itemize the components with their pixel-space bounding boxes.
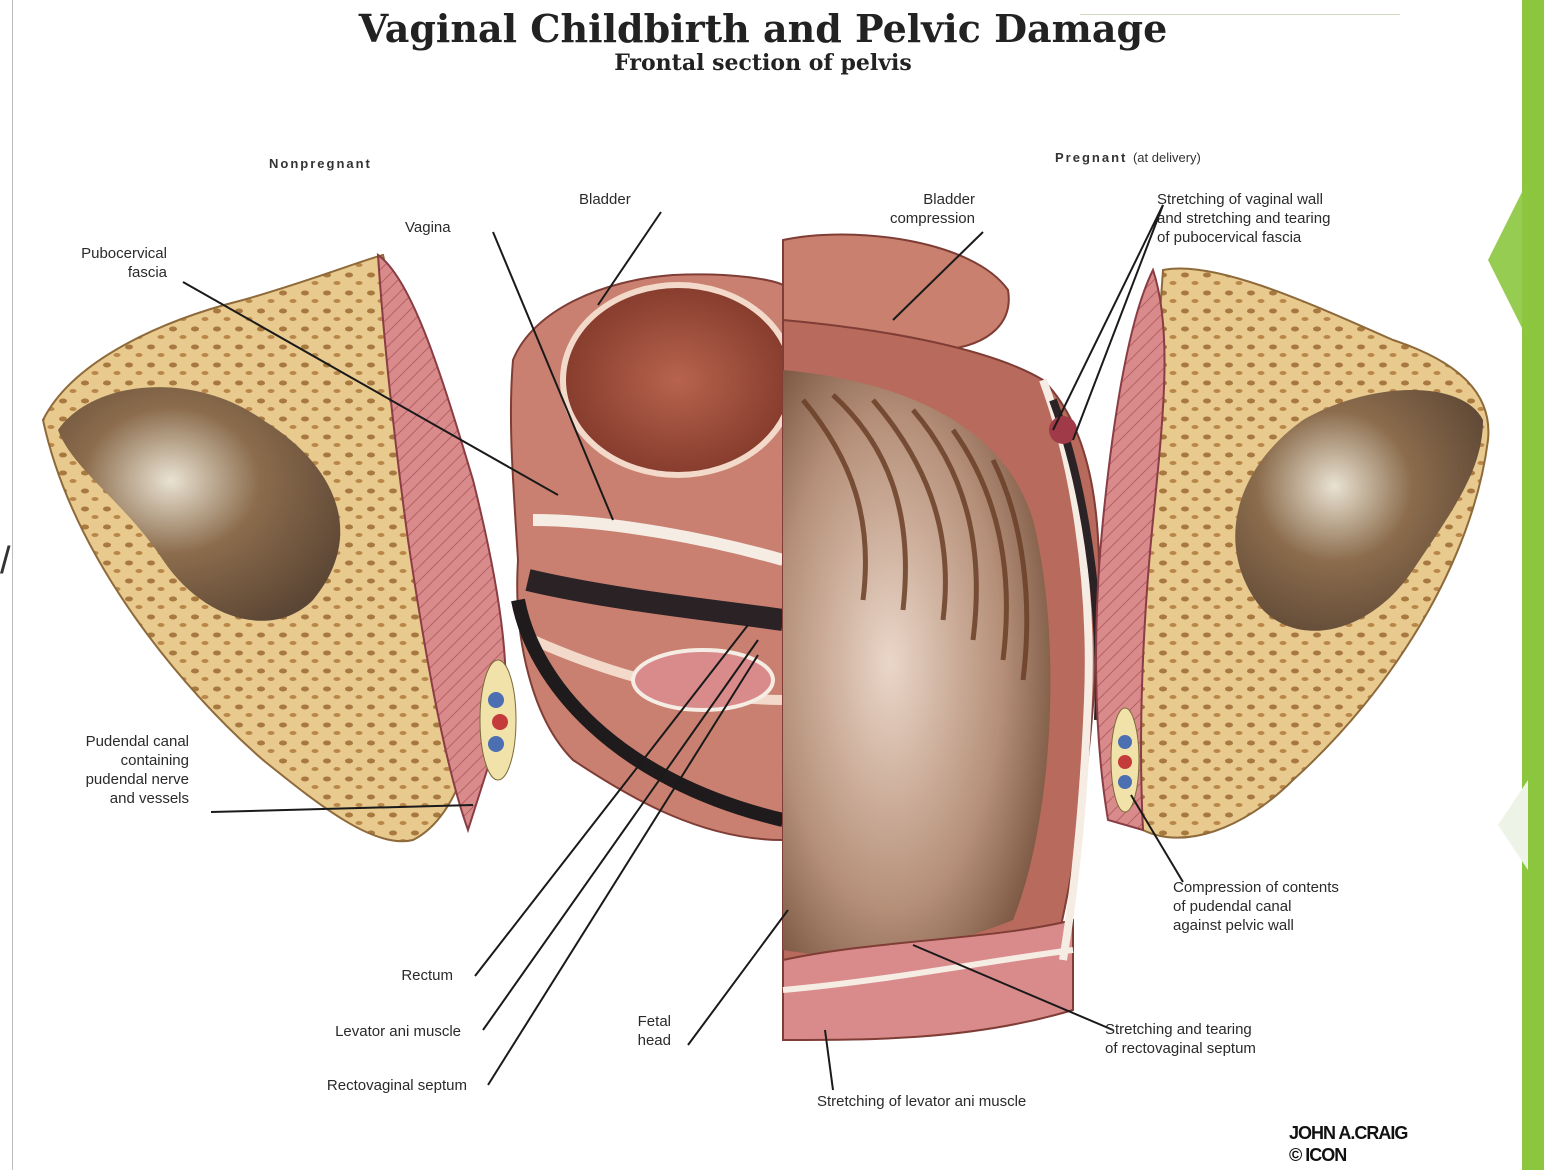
label-bladder: Bladder [579,190,631,209]
label-stretching-rectovaginal: Stretching and tearing of rectovaginal s… [1105,1020,1256,1058]
artist-signature-name: JOHN A.CRAIG [1289,1122,1407,1144]
panel-title-pregnant-note: (at delivery) [1133,150,1201,165]
right-half-pelvic-floor [783,234,1099,1040]
label-pudendal-canal: Pudendal canal containing pudendal nerve… [13,732,189,808]
label-rectovaginal-septum: Rectovaginal septum [213,1076,467,1095]
panel-title-pregnant-text: Pregnant [1055,150,1127,165]
label-levator-ani: Levator ani muscle [213,1022,461,1041]
right-pelvic-bone [1133,268,1488,837]
label-stretching-levator: Stretching of levator ani muscle [817,1092,1026,1111]
pelvis-illustration [13,0,1523,1170]
left-pudendal-vessels [480,660,516,780]
label-rectum: Rectum [313,966,453,985]
left-half-pelvic-floor [511,274,793,840]
artist-signature: JOHN A.CRAIG © ICON [1289,1122,1407,1166]
stray-slash-glyph: / [0,540,11,583]
artist-signature-copyright: © ICON [1289,1144,1407,1166]
label-pubocervical-fascia: Pubocervical fascia [13,244,167,282]
leader-fetal-head [688,910,788,1045]
panel-title-nonpregnant: Nonpregnant [269,156,372,171]
slide-accent-bar [1522,0,1544,1170]
label-bladder-compression: Bladder compression [825,190,975,228]
panel-title-pregnant: Pregnant (at delivery) [1055,150,1201,165]
label-stretching-vaginal-wall: Stretching of vaginal wall and stretchin… [1157,190,1330,247]
label-compression-pudendal: Compression of contents of pudendal cana… [1173,878,1339,935]
label-fetal-head: Fetal head [573,1012,671,1050]
figure-frame: Vaginal Childbirth and Pelvic Damage Fro… [12,0,1523,1170]
right-pudendal-vessels [1111,708,1139,812]
label-vagina: Vagina [405,218,451,237]
